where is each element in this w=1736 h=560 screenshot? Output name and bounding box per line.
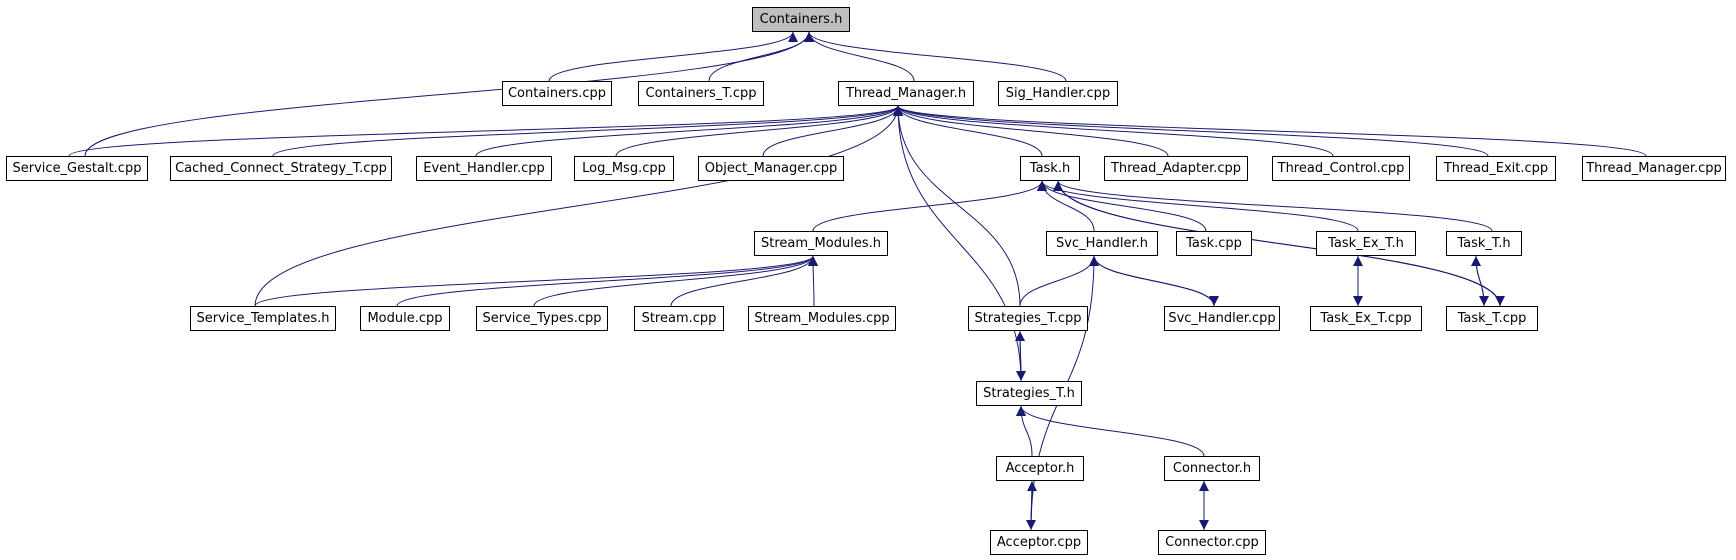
- edge-module-cpp-to-stream-modules-h: [396, 255, 818, 307]
- node-cached-connect-strategy-t-cpp[interactable]: Cached_Connect_Strategy_T.cpp: [170, 156, 392, 181]
- node-service-types-cpp[interactable]: Service_Types.cpp: [476, 306, 608, 331]
- node-stream-modules-h[interactable]: Stream_Modules.h: [754, 231, 888, 256]
- edge-sig-handler-cpp-to-containers-h: [804, 31, 1067, 82]
- node-svc-handler-h[interactable]: Svc_Handler.h: [1046, 231, 1158, 256]
- node-thread-exit-cpp[interactable]: Thread_Exit.cpp: [1436, 156, 1556, 181]
- edge-stream-modules-h-to-task-h: [812, 180, 1047, 232]
- edge-thread-exit-cpp-to-thread-manager-h: [893, 105, 1489, 157]
- edge-task-t-h-to-task-t-cpp: [1475, 255, 1489, 307]
- node-stream-modules-cpp[interactable]: Stream_Modules.cpp: [748, 306, 896, 331]
- node-task-ex-t-h[interactable]: Task_Ex_T.h: [1316, 231, 1416, 256]
- edge-service-templates-h-to-thread-manager-h: [254, 105, 903, 307]
- edge-task-t-h-to-task-h: [1053, 180, 1493, 232]
- edge-service-types-cpp-to-stream-modules-h: [533, 255, 818, 307]
- edge-thread-adapter-cpp-to-thread-manager-h: [893, 105, 1169, 157]
- node-acceptor-cpp[interactable]: Acceptor.cpp: [990, 530, 1088, 555]
- edge-strategies-t-cpp-to-svc-handler-h: [1019, 255, 1099, 307]
- node-task-cpp[interactable]: Task.cpp: [1176, 231, 1252, 256]
- edge-stream-cpp-to-stream-modules-h: [670, 255, 818, 307]
- node-service-templates-h[interactable]: Service_Templates.h: [190, 306, 336, 331]
- edge-containers-cpp-to-containers-h: [548, 31, 798, 82]
- edge-thread-manager-cpp-to-thread-manager-h: [893, 105, 1647, 157]
- node-strategies-t-h[interactable]: Strategies_T.h: [976, 381, 1082, 406]
- node-acceptor-h[interactable]: Acceptor.h: [996, 456, 1084, 481]
- edge-task-cpp-to-task-h: [1037, 180, 1207, 232]
- node-containers-t-cpp[interactable]: Containers_T.cpp: [638, 81, 764, 106]
- edge-strategies-t-h-to-strategies-t-cpp: [1015, 330, 1026, 382]
- edge-thread-manager-h-to-containers-h: [804, 31, 915, 82]
- node-task-h[interactable]: Task.h: [1020, 156, 1080, 181]
- node-connector-cpp[interactable]: Connector.cpp: [1158, 530, 1266, 555]
- node-sig-handler-cpp[interactable]: Sig_Handler.cpp: [998, 81, 1118, 106]
- node-task-t-h[interactable]: Task_T.h: [1446, 231, 1522, 256]
- node-module-cpp[interactable]: Module.cpp: [360, 306, 450, 331]
- node-strategies-t-cpp[interactable]: Strategies_T.cpp: [968, 306, 1088, 331]
- node-stream-cpp[interactable]: Stream.cpp: [634, 306, 724, 331]
- edge-task-h-to-task-t-cpp: [1057, 180, 1505, 307]
- node-task-ex-t-cpp[interactable]: Task_Ex_T.cpp: [1310, 306, 1422, 331]
- node-svc-handler-cpp[interactable]: Svc_Handler.cpp: [1164, 306, 1280, 331]
- edge-event-handler-cpp-to-thread-manager-h: [475, 105, 903, 157]
- edge-service-gestalt-cpp-to-thread-manager-h: [68, 105, 903, 157]
- edge-strategies-t-cpp-to-thread-manager-h: [893, 105, 1021, 307]
- edge-thread-control-cpp-to-thread-manager-h: [893, 105, 1334, 157]
- node-thread-adapter-cpp[interactable]: Thread_Adapter.cpp: [1104, 156, 1248, 181]
- node-thread-manager-h[interactable]: Thread_Manager.h: [838, 81, 974, 106]
- edge-service-templates-h-to-stream-modules-h: [254, 255, 818, 307]
- edge-task-h-to-thread-manager-h: [893, 105, 1043, 157]
- node-thread-control-cpp[interactable]: Thread_Control.cpp: [1272, 156, 1410, 181]
- edge-stream-modules-cpp-to-stream-modules-h: [808, 255, 819, 307]
- edge-containers-t-cpp-to-containers-h: [708, 31, 814, 82]
- edge-acceptor-h-to-acceptor-cpp: [1026, 480, 1037, 531]
- node-connector-h[interactable]: Connector.h: [1164, 456, 1260, 481]
- node-object-manager-cpp[interactable]: Object_Manager.cpp: [698, 156, 844, 181]
- node-event-handler-cpp[interactable]: Event_Handler.cpp: [416, 156, 552, 181]
- node-task-t-cpp[interactable]: Task_T.cpp: [1446, 306, 1538, 331]
- node-containers-cpp[interactable]: Containers.cpp: [502, 81, 612, 106]
- edge-connector-h-to-strategies-t-h: [1016, 405, 1205, 457]
- node-thread-manager-cpp[interactable]: Thread_Manager.cpp: [1582, 156, 1726, 181]
- edge-svc-handler-h-to-svc-handler-cpp: [1093, 255, 1219, 307]
- node-log-msg-cpp[interactable]: Log_Msg.cpp: [574, 156, 674, 181]
- edge-object-manager-cpp-to-thread-manager-h: [762, 105, 903, 157]
- node-containers-h[interactable]: Containers.h: [752, 7, 850, 32]
- edge-log-msg-cpp-to-thread-manager-h: [615, 105, 903, 157]
- edge-strategies-t-h-to-thread-manager-h: [893, 105, 1022, 382]
- edge-service-gestalt-cpp-to-containers-h: [84, 31, 814, 157]
- node-service-gestalt-cpp[interactable]: Service_Gestalt.cpp: [6, 156, 148, 181]
- edge-cached-connect-strategy-t-cpp-to-thread-manager-h: [272, 105, 903, 157]
